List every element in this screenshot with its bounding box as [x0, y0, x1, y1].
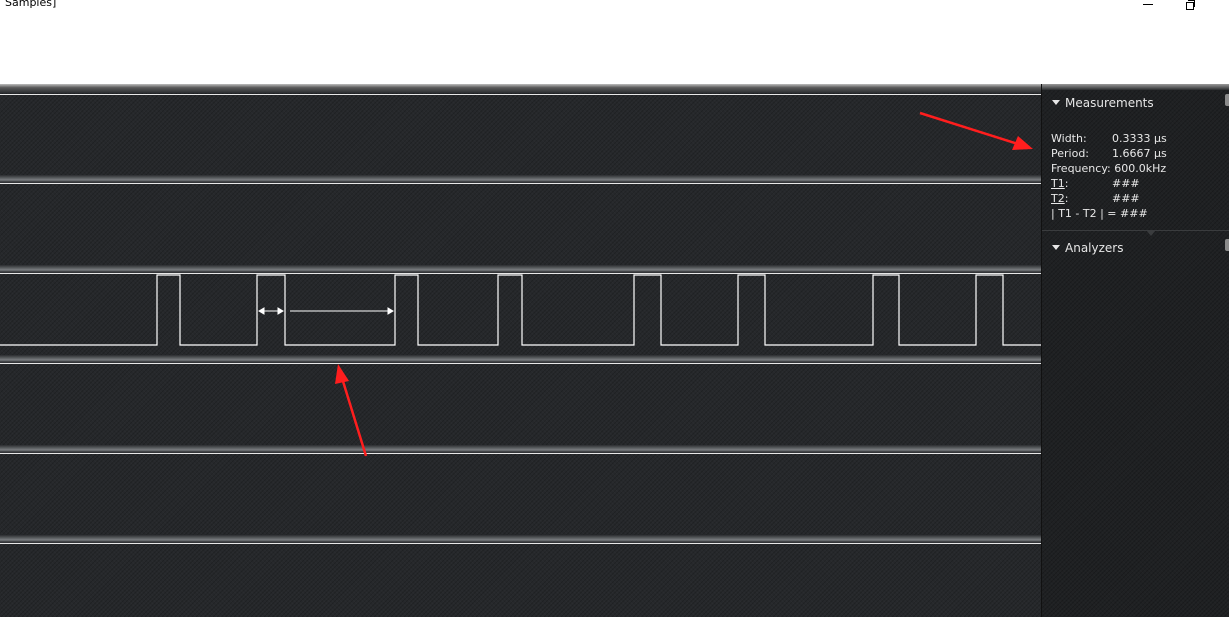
measurements-header[interactable]: Measurements	[1052, 96, 1154, 110]
side-panel-top-shadow	[1042, 84, 1229, 90]
channel-separator[interactable]	[0, 265, 1041, 274]
triangle-down-icon	[1052, 100, 1060, 105]
panel-divider	[1042, 230, 1229, 231]
channel-separator[interactable]	[0, 175, 1041, 184]
channel-row-5[interactable]	[0, 544, 1041, 617]
t2-link[interactable]: T2:	[1051, 192, 1069, 205]
side-panel: Measurements Width: 0.3333 μs Period: 1.…	[1041, 84, 1229, 617]
analyzers-header[interactable]: Analyzers	[1052, 241, 1123, 255]
measurement-t1-t2-diff: | T1 - T2 | = ###	[1051, 206, 1166, 221]
waveform-top-shadow	[0, 84, 1041, 93]
measurement-label: | T1 - T2 | =	[1051, 207, 1117, 220]
channel-row-3[interactable]	[0, 364, 1041, 445]
measurement-value: ###	[1112, 177, 1140, 190]
channel-row-2-signal[interactable]	[0, 267, 1041, 347]
panel-divider-notch	[1146, 230, 1156, 236]
measurement-label: Width:	[1051, 132, 1087, 145]
t1-link[interactable]: T1:	[1051, 177, 1069, 190]
measurement-value: 0.3333 μs	[1112, 132, 1167, 145]
width-measure-marker	[258, 307, 284, 315]
measurement-label: Period:	[1051, 147, 1090, 160]
period-measure-marker	[290, 307, 394, 315]
channel-row-4[interactable]	[0, 454, 1041, 535]
restore-icon[interactable]	[1180, 0, 1202, 12]
waveform-view[interactable]	[0, 84, 1041, 617]
measurements-list: Width: 0.3333 μs Period: 1.6667 μs Frequ…	[1051, 131, 1167, 221]
minimize-icon[interactable]	[1137, 0, 1159, 12]
measurement-value: 600.0kHz	[1114, 162, 1167, 175]
channel-separator[interactable]	[0, 355, 1041, 364]
measurement-width: Width: 0.3333 μs	[1051, 131, 1167, 146]
measurements-header-label: Measurements	[1065, 96, 1154, 110]
channel-row-1[interactable]	[0, 184, 1041, 265]
panel-scroll-handle[interactable]	[1225, 94, 1229, 106]
measurement-frequency: Frequency: 600.0kHz	[1051, 161, 1166, 176]
panel-scroll-handle[interactable]	[1225, 239, 1229, 251]
channel-row-0[interactable]	[0, 95, 1041, 175]
triangle-down-icon	[1052, 245, 1060, 250]
measurement-t1: T1: ###	[1051, 176, 1166, 191]
measurement-t2: T2: ###	[1051, 191, 1166, 206]
measurement-value: ###	[1120, 207, 1148, 220]
window-title: Samples]	[5, 0, 57, 9]
measurement-label: Frequency:	[1051, 162, 1111, 175]
channel-separator[interactable]	[0, 445, 1041, 454]
channel-separator[interactable]	[0, 535, 1041, 544]
measurement-value: 1.6667 μs	[1112, 147, 1167, 160]
t1-label[interactable]: T1	[1051, 177, 1065, 190]
square-wave-trace	[0, 274, 1041, 346]
measurement-value: ###	[1112, 192, 1140, 205]
measurement-period: Period: 1.6667 μs	[1051, 146, 1167, 161]
channel-0-baseline	[0, 94, 1041, 95]
t2-label[interactable]: T2	[1051, 192, 1065, 205]
analyzers-header-label: Analyzers	[1065, 241, 1124, 255]
window-titlebar: Samples]	[0, 0, 1229, 84]
